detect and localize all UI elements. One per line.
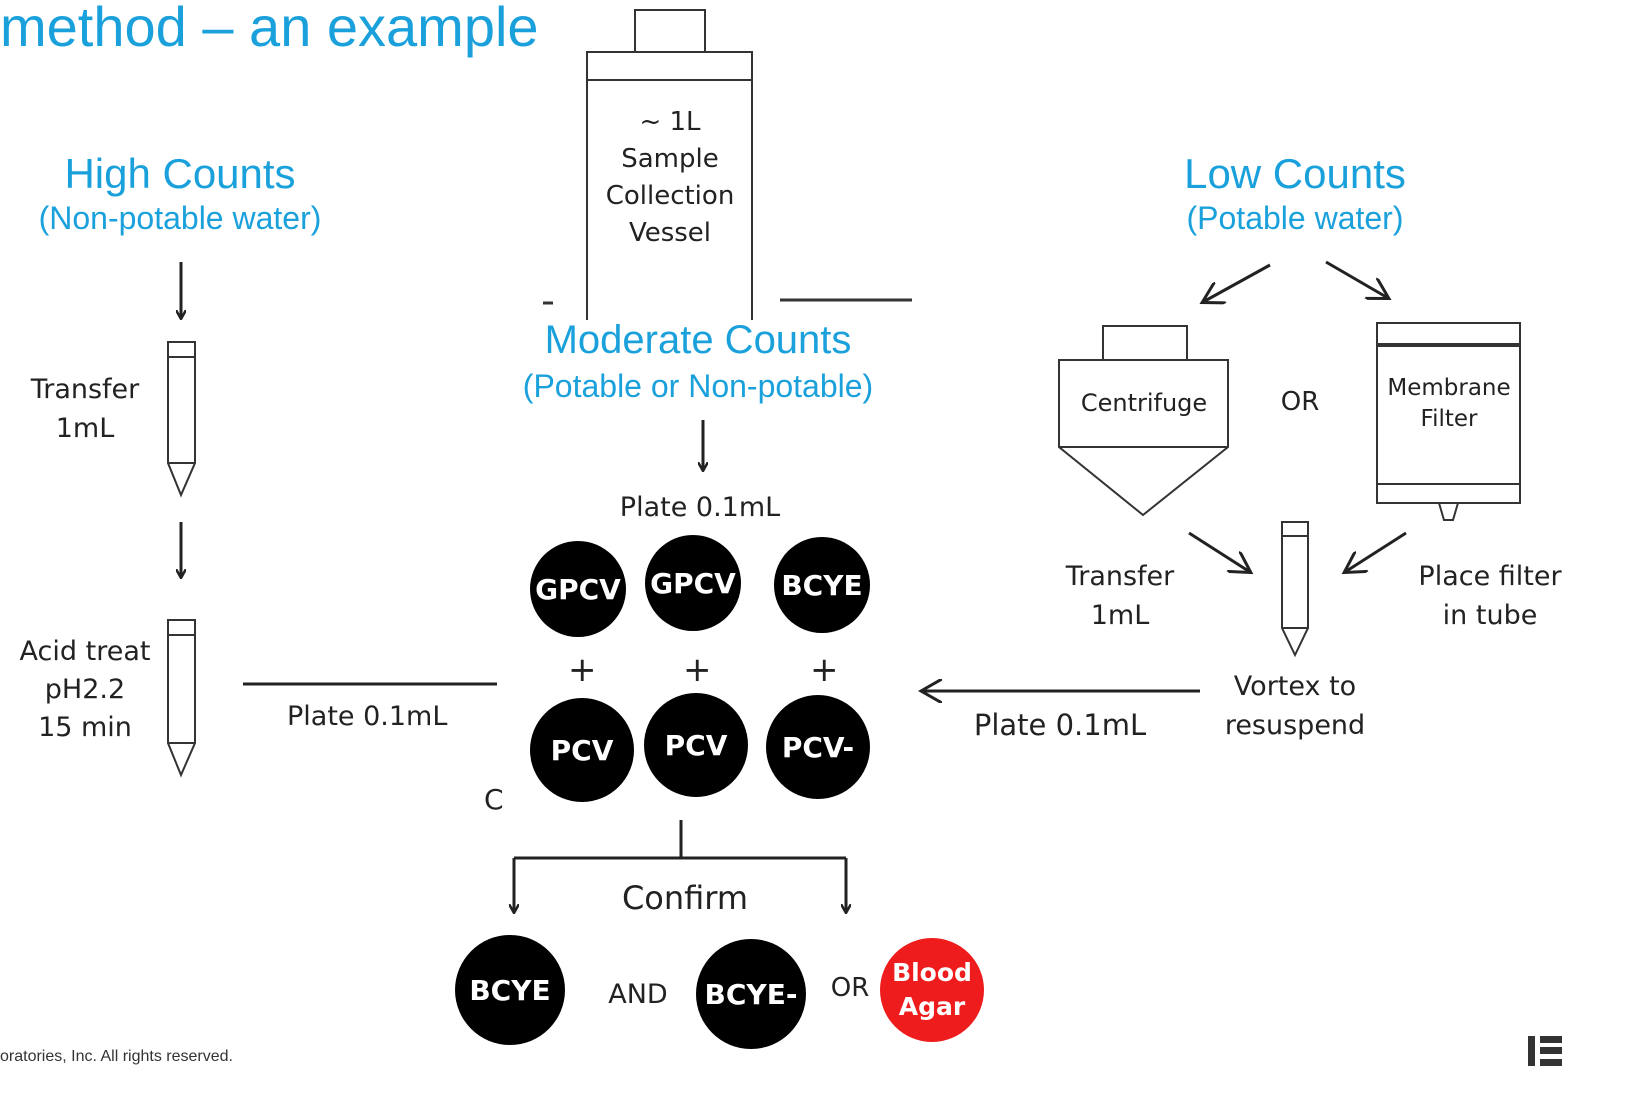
or-low-label: OR (1280, 387, 1320, 417)
confirm-bracket (514, 820, 846, 912)
vessel-volume: ~ 1L (639, 107, 701, 137)
and-label: AND (608, 979, 668, 1010)
high-transfer-label: Transfer 1mL (10, 370, 160, 448)
low-plate-label: Plate 0.1mL (973, 708, 1147, 742)
or-confirm-label: OR (830, 973, 870, 1003)
vortex-line1: Vortex to (1233, 671, 1357, 702)
place-filter-label: Place filter in tube (1405, 557, 1575, 635)
vessel-label: ~ 1L Sample Collection Vessel (588, 104, 752, 252)
high-transfer-line1: Transfer (30, 374, 140, 405)
moderate-plate-label: Plate 0.1mL (619, 492, 781, 523)
vessel-text-3: Collection (605, 180, 735, 211)
partial-c-glyph: C (484, 783, 504, 816)
dish-pcv-2: PCV (644, 693, 748, 797)
low-transfer-label: Transfer 1mL (1045, 557, 1195, 635)
arrow-filter-to-tube (1345, 531, 1407, 572)
dish-bcye-confirm: BCYE (455, 935, 565, 1045)
blood-agar-line2: Agar (898, 992, 966, 1021)
acid-treat-line3: 15 min (38, 711, 132, 743)
membrane-filter-icon (1376, 322, 1521, 521)
dish-bcye-minus-confirm: BCYE- (696, 939, 806, 1049)
high-transfer-line2: 1mL (55, 413, 115, 445)
high-counts-title: High Counts (64, 150, 296, 197)
low-transfer-line2: 1mL (1090, 600, 1150, 632)
arrow-low-right (1325, 260, 1388, 298)
dish-blood-agar: Blood Agar (880, 938, 984, 1042)
page-title: method – an example (0, 0, 539, 58)
moderate-counts-title: Moderate Counts (544, 318, 852, 362)
tube-acid-treat-icon (167, 619, 196, 778)
membrane-line2: Filter (1420, 406, 1478, 433)
dish-pcv-1: PCV (530, 698, 634, 802)
high-counts-subtitle: (Non-potable water) (38, 200, 322, 236)
plus-2: + (683, 650, 712, 690)
tube-transfer-icon (167, 341, 196, 498)
acid-treat-label: Acid treat pH2.2 15 min (10, 633, 160, 746)
place-filter-line2: in tube (1442, 600, 1538, 632)
logo-icon (1528, 1036, 1562, 1066)
centrifuge-label: Centrifuge (1080, 389, 1208, 417)
dish-gpcv-1: GPCV (530, 541, 626, 637)
dish-gpcv-2: GPCV (645, 535, 741, 631)
membrane-filter-label: Membrane Filter (1378, 373, 1520, 435)
blood-agar-line1: Blood (892, 958, 972, 988)
tube-vortex-icon (1281, 521, 1309, 658)
low-counts-title: Low Counts (1184, 150, 1406, 197)
dish-bcye-top: BCYE (774, 537, 870, 633)
vessel-text-4: Vessel (628, 217, 712, 248)
plus-1: + (568, 650, 597, 690)
moderate-counts-subtitle: (Potable or Non-potable) (522, 368, 874, 404)
dish-pcv-minus: PCV- (766, 695, 870, 799)
centrifuge-icon (1058, 325, 1229, 517)
low-counts-subtitle: (Potable water) (1186, 200, 1404, 236)
footer-copyright: oratories, Inc. All rights reserved. (0, 1048, 233, 1065)
arrow-low-left (1203, 263, 1271, 302)
plus-3: + (810, 650, 839, 690)
low-transfer-line1: Transfer (1065, 561, 1175, 592)
vortex-label: Vortex to resuspend (1215, 667, 1375, 745)
membrane-line1: Membrane (1387, 375, 1511, 401)
place-filter-line1: Place filter (1418, 561, 1562, 592)
acid-treat-line1: Acid treat (19, 636, 151, 667)
vortex-line2: resuspend (1224, 710, 1366, 742)
confirm-label: Confirm (621, 879, 749, 917)
arrow-centrifuge-to-tube (1188, 531, 1250, 572)
high-plate-label: Plate 0.1mL (287, 701, 448, 732)
acid-treat-line2: pH2.2 (44, 673, 126, 705)
sample-vessel-icon (586, 9, 753, 320)
vessel-text-2: Sample (621, 143, 719, 174)
